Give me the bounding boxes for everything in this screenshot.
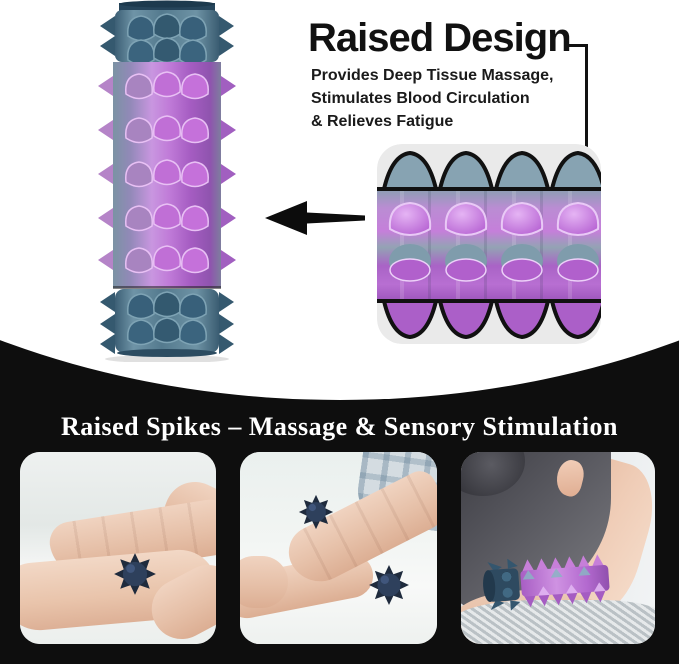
photo-forearm-rolling: [240, 452, 437, 644]
spiked-ball: [298, 494, 334, 530]
photo-palm-rolling: [20, 452, 216, 644]
spiked-ball: [369, 565, 409, 605]
roller-close-up: [377, 144, 601, 344]
left-arrow-icon: [265, 201, 365, 235]
description-line: Stimulates Blood Circulation: [311, 90, 530, 107]
description: Provides Deep Tissue Massage, Stimulates…: [311, 64, 581, 133]
fist: [240, 556, 288, 608]
headline: Raised Design: [308, 16, 572, 60]
photo-neck-massage: [461, 452, 655, 644]
description-line: Provides Deep Tissue Massage,: [311, 67, 554, 84]
massage-roller-render: [98, 0, 236, 362]
callout-line-vertical: [585, 44, 588, 214]
callout-line-horizontal: [569, 44, 588, 47]
spiked-roller: [483, 554, 610, 611]
banner-title: Raised Spikes – Massage & Sensory Stimul…: [61, 412, 618, 441]
magnified-roller-view: [376, 143, 602, 345]
description-line: & Relieves Fatigue: [311, 113, 454, 130]
spiked-ball: [114, 553, 156, 595]
